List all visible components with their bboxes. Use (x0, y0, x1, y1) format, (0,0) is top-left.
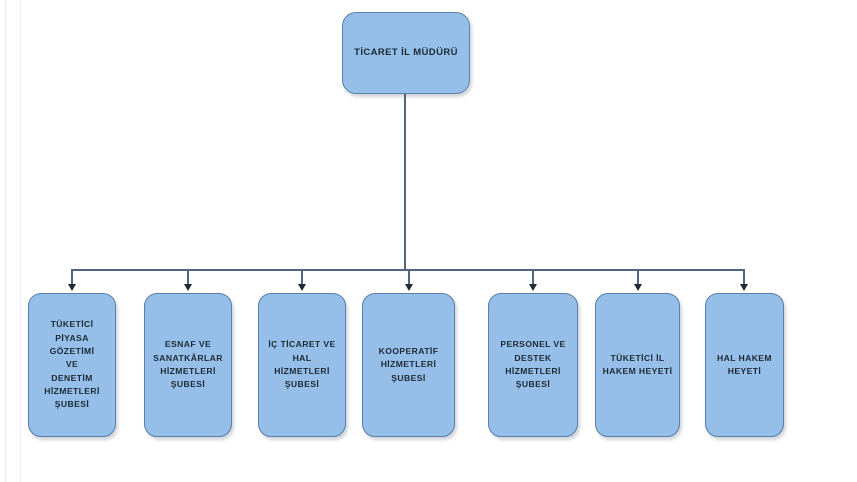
org-node-root[interactable]: TİCARET İL MÜDÜRÜ (342, 12, 470, 94)
org-node-department-4[interactable]: PERSONEL VE DESTEK HİZMETLERİ ŞUBESİ (488, 293, 578, 437)
org-node-department-3[interactable]: KOOPERATİF HİZMETLERİ ŞUBESİ (362, 293, 455, 437)
arrow-head-icon-6 (739, 284, 748, 291)
org-node-department-6[interactable]: HAL HAKEM HEYETİ (705, 293, 784, 437)
arrow-head-icon-5 (633, 284, 642, 291)
arrow-head-icon-1 (183, 284, 192, 291)
connector-trunk-vertical (404, 94, 406, 270)
arrow-head-icon-0 (67, 284, 76, 291)
org-node-department-1-label: ESNAF VE SANATKÂRLAR HİZMETLERİ ŞUBESİ (153, 339, 223, 390)
org-node-department-1[interactable]: ESNAF VE SANATKÂRLAR HİZMETLERİ ŞUBESİ (144, 293, 232, 437)
connector-drop-3 (408, 269, 410, 286)
connector-drop-1 (187, 269, 189, 286)
connector-horizontal-bus (71, 269, 743, 271)
org-node-department-5[interactable]: TÜKETİCİ İL HAKEM HEYETİ (595, 293, 680, 437)
arrow-head-icon-4 (528, 284, 537, 291)
org-node-root-label: TİCARET İL MÜDÜRÜ (354, 46, 458, 58)
org-node-department-4-label: PERSONEL VE DESTEK HİZMETLERİ ŞUBESİ (500, 339, 566, 390)
connector-drop-6 (743, 269, 745, 286)
connector-drop-2 (301, 269, 303, 286)
org-node-department-5-label: TÜKETİCİ İL HAKEM HEYETİ (602, 352, 673, 376)
org-node-department-6-label: HAL HAKEM HEYETİ (716, 352, 772, 376)
org-node-department-0[interactable]: TÜKETİCİ PİYASA GÖZETİMİ VE DENETİM HİZM… (28, 293, 116, 437)
page-edge-outer (5, 0, 6, 482)
org-node-department-0-label: TÜKETİCİ PİYASA GÖZETİMİ VE DENETİM HİZM… (44, 319, 100, 410)
connector-drop-0 (71, 269, 73, 286)
org-node-department-2-label: İÇ TİCARET VE HAL HİZMETLERİ ŞUBESİ (268, 339, 336, 390)
arrow-head-icon-3 (404, 284, 413, 291)
page-edge-inner (20, 0, 21, 482)
connector-drop-4 (532, 269, 534, 286)
connector-drop-5 (637, 269, 639, 286)
org-node-department-2[interactable]: İÇ TİCARET VE HAL HİZMETLERİ ŞUBESİ (258, 293, 346, 437)
org-node-department-3-label: KOOPERATİF HİZMETLERİ ŞUBESİ (378, 346, 439, 383)
arrow-head-icon-2 (297, 284, 306, 291)
